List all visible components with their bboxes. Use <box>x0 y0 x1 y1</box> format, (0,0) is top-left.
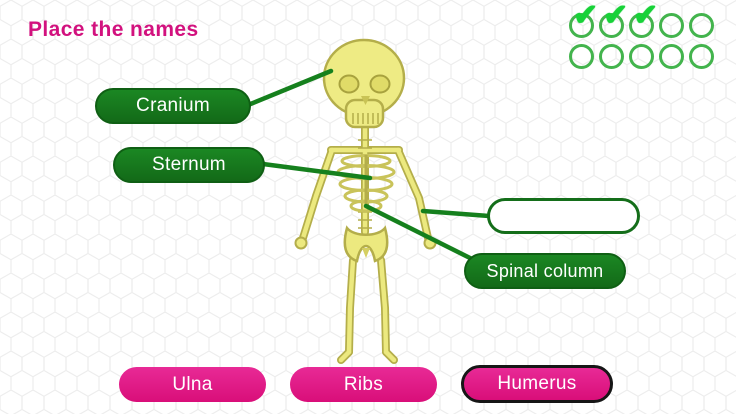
progress-circle <box>689 44 714 69</box>
progress-circle: ✔ <box>569 1 598 38</box>
skeleton-illustration <box>294 38 437 360</box>
word-bank-pill-ribs[interactable]: Ribs <box>290 367 437 402</box>
word-bank-pill-humerus-text: Humerus <box>497 373 577 394</box>
empty-answer-slot[interactable] <box>487 198 640 234</box>
word-bank-pill-ulna[interactable]: Ulna <box>119 367 266 402</box>
word-bank-pill-humerus[interactable]: Humerus <box>461 365 613 403</box>
progress-circle <box>599 44 624 69</box>
sternum-connector-line <box>260 161 373 181</box>
progress-circle <box>689 13 714 38</box>
progress-circle <box>629 44 654 69</box>
check-icon: ✔ <box>633 0 659 32</box>
label-pill-cranium[interactable]: Cranium <box>95 88 251 124</box>
page-title: Place the names <box>28 18 199 41</box>
progress-grid: ✔✔✔ <box>569 1 715 72</box>
label-pill-spinal-column-text: Spinal column <box>486 260 604 281</box>
connector-lines <box>245 68 492 263</box>
label-pill-cranium-text: Cranium <box>136 95 210 116</box>
progress-circle <box>659 44 684 69</box>
progress-circle <box>659 13 684 38</box>
slot-connector-line <box>420 208 492 219</box>
progress-circle: ✔ <box>599 1 628 38</box>
label-pill-sternum[interactable]: Sternum <box>113 147 265 183</box>
label-pill-sternum-text: Sternum <box>152 154 226 175</box>
spinal-connector-line <box>363 203 477 263</box>
word-bank-pill-ribs-text: Ribs <box>343 373 384 395</box>
label-pill-spinal-column[interactable]: Spinal column <box>464 253 626 289</box>
check-icon: ✔ <box>573 0 599 32</box>
progress-circle: ✔ <box>629 1 658 38</box>
check-icon: ✔ <box>603 0 629 32</box>
word-bank-pill-ulna-text: Ulna <box>172 373 213 395</box>
progress-circle <box>569 44 594 69</box>
cranium-connector-line <box>245 68 334 108</box>
